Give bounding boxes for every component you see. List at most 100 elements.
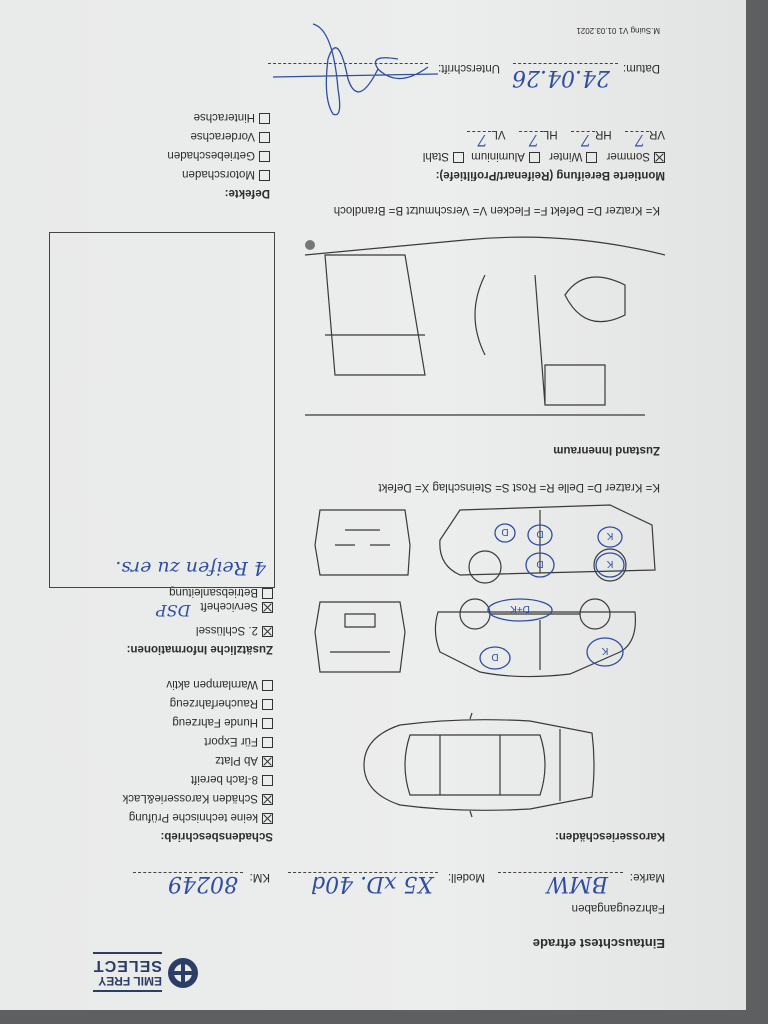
signature-drawing[interactable] xyxy=(268,19,439,119)
tire-type-options: Sommer Winter Aluminium Stahl xyxy=(423,150,665,163)
checklist-item[interactable]: 8-fach bereift xyxy=(191,773,273,786)
damage-mark: D xyxy=(536,558,543,569)
vr-field[interactable]: 7 xyxy=(634,131,646,150)
car-side-view-right-diagram: K K D D D xyxy=(439,504,656,584)
checklist-item[interactable]: Vorderachse xyxy=(190,130,270,143)
interior-section-title: Zustand Innenraum xyxy=(553,444,660,456)
checklist-label: Für Export xyxy=(204,735,258,747)
checkbox[interactable] xyxy=(262,680,273,691)
car-front-view-diagram xyxy=(314,601,406,673)
hl-label: HL xyxy=(542,128,558,140)
defects-title: Defekte: xyxy=(224,187,270,199)
damage-mark: D+K xyxy=(510,603,530,614)
checkbox[interactable] xyxy=(259,151,270,162)
defects-section: Defekte: Motorschaden Getriebeschaden Vo… xyxy=(70,99,270,199)
checkbox[interactable] xyxy=(262,775,273,786)
checklist-item[interactable]: Für Export xyxy=(204,735,273,748)
checklist-item[interactable]: Motorschaden xyxy=(182,168,270,181)
checklist-item[interactable]: Warnlampen aktiv xyxy=(166,678,273,691)
checklist-label: Serviceheft xyxy=(200,600,258,612)
body-damage-title: Karosserieschäden: xyxy=(555,830,665,842)
signature-label: Unterschrift: xyxy=(438,62,500,74)
checklist-item[interactable]: Ab Platz xyxy=(215,754,273,767)
checklist-item[interactable]: Hinterachse xyxy=(194,111,270,124)
checklist-label: 8-fach bereift xyxy=(190,773,258,785)
vehicle-section-title: Fahrzeugangaben xyxy=(571,902,665,914)
tire-sommer-label: Sommer xyxy=(606,150,650,162)
tire-winter-label: Winter xyxy=(549,150,583,162)
checklist-item[interactable]: Hunde Fahrzeug xyxy=(172,716,273,729)
model-label: Modell: xyxy=(447,871,485,883)
checkbox[interactable] xyxy=(262,699,273,710)
emblem-icon xyxy=(168,958,198,988)
version-text: M.Suing V1 01.03.2021 xyxy=(576,26,660,35)
checklist-item[interactable]: 2. Schlüssel xyxy=(196,624,273,637)
notes-box[interactable]: 4 Reifen zu ers. xyxy=(49,232,275,588)
tire-depth-row: VR7 HR7 HL7 VL7 xyxy=(457,127,665,150)
tire-stahl-label: Stahl xyxy=(422,150,450,162)
model-field[interactable]: X5 xD. 40d xyxy=(311,871,433,896)
checklist-label: Schäden Karosserie&Lack xyxy=(122,792,258,804)
checkbox[interactable] xyxy=(262,813,273,824)
hr-label: HR xyxy=(595,128,612,140)
checklist-label: keine technische Prüfung xyxy=(128,811,258,823)
checklist-label: Warnlampen aktiv xyxy=(166,678,258,690)
checkbox[interactable] xyxy=(262,756,273,767)
checklist-label: Vorderachse xyxy=(190,130,255,142)
serviceheft-note: DSP xyxy=(155,601,191,620)
checkbox[interactable] xyxy=(262,718,273,729)
km-field[interactable]: 80249 xyxy=(168,871,238,896)
date-label: Datum: xyxy=(622,62,660,74)
tire-aluminium-label: Aluminium xyxy=(471,150,525,162)
body-damage-legend: K= Kratzer D= Delle R= Rost S= Steinschl… xyxy=(378,481,660,493)
checkbox[interactable] xyxy=(262,602,273,613)
checklist-item[interactable]: Getriebeschaden xyxy=(167,149,270,162)
checkbox[interactable] xyxy=(262,626,273,637)
checklist-label: Hunde Fahrzeug xyxy=(172,716,258,728)
car-interior-diagram xyxy=(304,236,666,416)
hl-field[interactable]: 7 xyxy=(528,131,539,150)
make-label: Marke: xyxy=(629,871,665,883)
damage-mark: K xyxy=(606,530,613,541)
damage-description-title: Schadensbeschrieb: xyxy=(160,830,273,842)
logo-brand-line2: SELECT xyxy=(92,957,162,974)
checkbox[interactable] xyxy=(259,170,270,181)
tire-stahl-checkbox[interactable] xyxy=(453,152,465,163)
vl-field[interactable]: 7 xyxy=(477,131,488,150)
checklist-item[interactable]: Schäden Karosserie&Lack xyxy=(122,792,273,805)
damage-mark: D xyxy=(536,528,543,539)
checkbox[interactable] xyxy=(262,794,273,805)
hr-field[interactable]: 7 xyxy=(580,131,591,150)
checklist-label: Raucherfahrzeug xyxy=(169,697,258,709)
damage-mark: K xyxy=(601,645,608,656)
checklist-label: 2. Schlüssel xyxy=(195,624,258,636)
checklist-label: Hinterachse xyxy=(193,111,255,123)
page-title: Eintauschtest eftrade xyxy=(532,936,665,951)
car-side-view-left-diagram: K D D+K xyxy=(434,598,637,678)
interior-legend: K= Kratzer D= Defekt F= Flecken V= Versc… xyxy=(333,204,660,216)
checklist-label: Ab Platz xyxy=(215,754,258,766)
notes-text: 4 Reifen zu ers. xyxy=(115,557,266,579)
tire-winter-checkbox[interactable] xyxy=(586,152,598,163)
checklist-item[interactable]: Raucherfahrzeug xyxy=(170,697,273,710)
additional-info-title: Zusätzliche Informationen: xyxy=(126,643,273,655)
checkbox[interactable] xyxy=(259,132,270,143)
checkbox[interactable] xyxy=(262,737,273,748)
date-field[interactable]: 24.04.26 xyxy=(512,65,610,90)
logo-brand-line1: EMIL FREY xyxy=(98,974,162,988)
damage-mark: D xyxy=(491,651,498,662)
tire-sommer-checkbox[interactable] xyxy=(654,152,665,163)
emil-frey-logo: EMIL FREY SELECT xyxy=(92,942,200,998)
damage-mark: K xyxy=(606,558,613,569)
checklist-label: Motorschaden xyxy=(182,168,255,180)
checklist-item[interactable]: Serviceheft DSP xyxy=(156,599,273,620)
tire-aluminium-checkbox[interactable] xyxy=(528,152,540,163)
make-field[interactable]: BMW xyxy=(546,871,608,896)
km-label: KM: xyxy=(249,871,270,883)
checkbox[interactable] xyxy=(262,588,273,599)
checklist-item[interactable]: keine technische Prüfung xyxy=(129,811,273,824)
tires-title: Montierte Bereifung (Reifenart/Profiltie… xyxy=(435,169,665,181)
car-top-view-diagram xyxy=(363,712,595,818)
checklist-label: Getriebeschaden xyxy=(167,149,255,161)
